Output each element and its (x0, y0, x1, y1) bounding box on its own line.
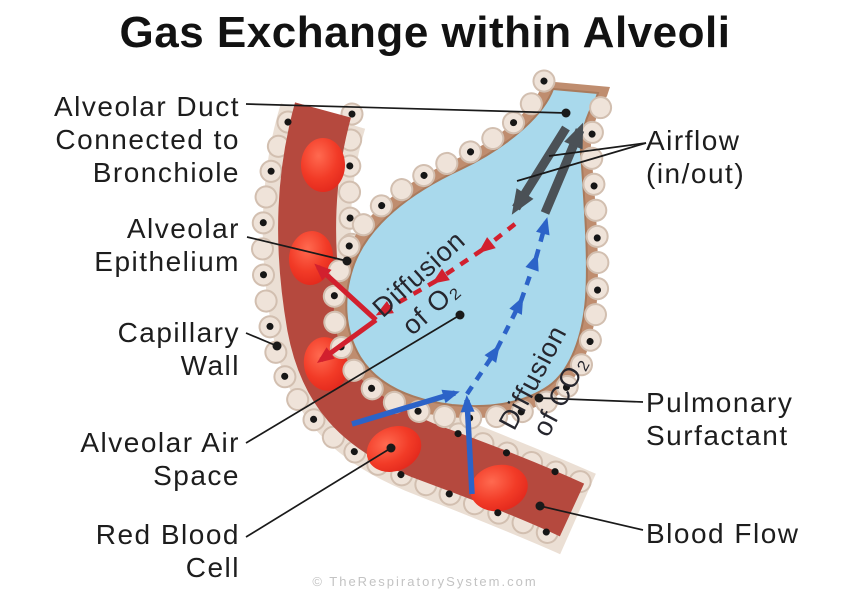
label-alveolar-duct: Alveolar Duct Connected to Bronchiole (54, 90, 240, 189)
leader-dots (272, 108, 571, 511)
label-airflow: Airflow (in/out) (646, 124, 745, 190)
label-line: Airflow (646, 125, 741, 156)
label-capillary-wall: Capillary Wall (118, 316, 240, 382)
label-line: Alveolar Duct (53, 91, 240, 122)
label-line: Cell (185, 552, 240, 583)
leader-red-blood-cell (245, 447, 392, 538)
watermark: © TheRespiratorySystem.com (312, 574, 538, 589)
label-line: Connected to (55, 124, 240, 155)
label-line: Blood Flow (646, 518, 800, 549)
airflow-in-arrow (511, 125, 570, 215)
label-alveolar-air-space: Alveolar Air Space (80, 426, 240, 492)
capillary (251, 102, 608, 555)
co2-out-of-blood-vertical-arrow (460, 395, 475, 495)
label-alveolar-epithelium: Alveolar Epithelium (94, 212, 240, 278)
airflow-arrows (511, 122, 585, 215)
leader-alveolar-epithelium (246, 236, 348, 262)
label-line: Space (153, 460, 240, 491)
label-pulmonary-surfactant: Pulmonary Surfactant (646, 386, 793, 452)
leader-airflow-upper (548, 142, 647, 157)
co2-diffusion-arrow (351, 217, 550, 495)
alveolus-bumps (324, 71, 617, 428)
label-line: Red Blood (95, 519, 240, 550)
label-line: Bronchiole (92, 157, 240, 188)
leader-lines (245, 103, 647, 538)
label-line: Pulmonary (646, 387, 794, 418)
red-blood-cell (470, 464, 528, 512)
o2-into-rbc-upper-arrow (314, 263, 378, 322)
airflow-out-arrow (540, 122, 585, 215)
label-line: Capillary (117, 317, 240, 348)
leader-blood-flow (539, 505, 644, 531)
leader-airflow-lower (516, 142, 647, 182)
label-line: Wall (180, 350, 240, 381)
label-line: Surfactant (646, 420, 789, 451)
label-blood-flow: Blood Flow (646, 517, 800, 550)
o2-into-rbc-lower-arrow (316, 317, 378, 363)
label-line: Alveolar (126, 213, 240, 244)
capillary-bumps (253, 104, 606, 546)
co2-out-of-blood-diagonal-arrow (351, 389, 460, 427)
red-blood-cell (301, 138, 345, 192)
label-line: Epithelium (94, 246, 240, 277)
leader-alveolar-air-space (245, 314, 461, 444)
leader-pulmonary-surfactant (538, 397, 644, 403)
label-line: Alveolar Air (80, 427, 240, 458)
page-title: Gas Exchange within Alveoli (119, 8, 731, 57)
o2-diffusion-arrow (314, 222, 517, 363)
label-red-blood-cell: Red Blood Cell (96, 518, 240, 584)
leader-alveolar-duct (245, 103, 567, 114)
label-line: (in/out) (646, 158, 746, 189)
leader-capillary-wall (245, 332, 278, 347)
